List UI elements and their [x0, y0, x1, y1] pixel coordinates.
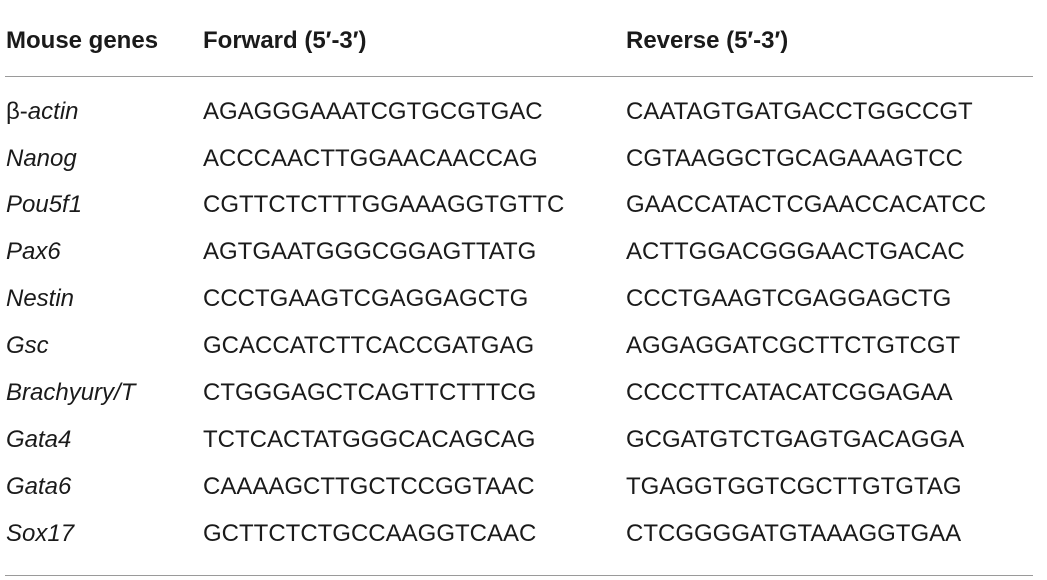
table-row: β-actin AGAGGGAAATCGTGCGTGAC CAATAGTGATG… [0, 92, 1047, 132]
forward-sequence: CCCTGAAGTCGAGGAGCTG [203, 285, 529, 312]
forward-sequence: CAAAAGCTTGCTCCGGTAAC [203, 473, 535, 500]
gene-prefix: β- [6, 98, 28, 125]
header-reverse: Reverse (5′-3′) [626, 27, 789, 54]
gene-name: Gata4 [6, 426, 72, 453]
gene-name: Nestin [6, 285, 75, 312]
table-row: Nanog ACCCAACTTGGAACAACCAG CGTAAGGCTGCAG… [0, 139, 1047, 179]
forward-sequence: TCTCACTATGGGCACAGCAG [203, 426, 536, 453]
gene-name: Nanog [6, 145, 77, 172]
forward-sequence: CGTTCTCTTTGGAAAGGTGTTC [203, 191, 565, 218]
gene-name: Pou5f1 [6, 191, 83, 218]
reverse-sequence: TGAGGTGGTCGCTTGTGTAG [626, 473, 962, 500]
gene-cell: β-actin [6, 92, 79, 132]
forward-sequence: AGAGGGAAATCGTGCGTGAC [203, 98, 543, 125]
table-row: Sox17 GCTTCTCTGCCAAGGTCAAC CTCGGGGATGTAA… [0, 514, 1047, 554]
table-row: Brachyury/T CTGGGAGCTCAGTTCTTTCG CCCCTTC… [0, 373, 1047, 413]
gene-name: Gsc [6, 332, 49, 359]
forward-sequence: AGTGAATGGGCGGAGTTATG [203, 238, 537, 265]
reverse-sequence: CAATAGTGATGACCTGGCCGT [626, 98, 973, 125]
table-row: Gata4 TCTCACTATGGGCACAGCAG GCGATGTCTGAGT… [0, 420, 1047, 460]
reverse-sequence: CCCTGAAGTCGAGGAGCTG [626, 285, 952, 312]
forward-sequence: GCTTCTCTGCCAAGGTCAAC [203, 520, 537, 547]
forward-sequence: GCACCATCTTCACCGATGAG [203, 332, 535, 359]
forward-sequence: CTGGGAGCTCAGTTCTTTCG [203, 379, 537, 406]
table-row: Gsc GCACCATCTTCACCGATGAG AGGAGGATCGCTTCT… [0, 326, 1047, 366]
table-row: Pou5f1 CGTTCTCTTTGGAAAGGTGTTC GAACCATACT… [0, 185, 1047, 225]
gene-name: actin [27, 98, 79, 125]
forward-sequence: ACCCAACTTGGAACAACCAG [203, 145, 538, 172]
reverse-sequence: CTCGGGGATGTAAAGGTGAA [626, 520, 962, 547]
reverse-sequence: GAACCATACTCGAACCACATCC [626, 191, 987, 218]
table-header: Mouse genes Forward (5′-3′) Reverse (5′-… [0, 21, 1047, 61]
gene-name: Pax6 [6, 238, 61, 265]
bottom-rule [5, 575, 1033, 576]
table-row: Gata6 CAAAAGCTTGCTCCGGTAAC TGAGGTGGTCGCT… [0, 467, 1047, 507]
reverse-sequence: AGGAGGATCGCTTCTGTCGT [626, 332, 961, 359]
reverse-sequence: CGTAAGGCTGCAGAAAGTCC [626, 145, 963, 172]
header-forward: Forward (5′-3′) [203, 27, 367, 54]
header-gene: Mouse genes [6, 27, 159, 54]
gene-name: Sox17 [6, 520, 75, 547]
table-row: Nestin CCCTGAAGTCGAGGAGCTG CCCTGAAGTCGAG… [0, 279, 1047, 319]
reverse-sequence: GCGATGTCTGAGTGACAGGA [626, 426, 965, 453]
gene-name: Brachyury/T [6, 379, 136, 406]
header-rule [5, 76, 1033, 77]
gene-name: Gata6 [6, 473, 72, 500]
reverse-sequence: ACTTGGACGGGAACTGACAC [626, 238, 965, 265]
table-row: Pax6 AGTGAATGGGCGGAGTTATG ACTTGGACGGGAAC… [0, 232, 1047, 272]
reverse-sequence: CCCCTTCATACATCGGAGAA [626, 379, 953, 406]
